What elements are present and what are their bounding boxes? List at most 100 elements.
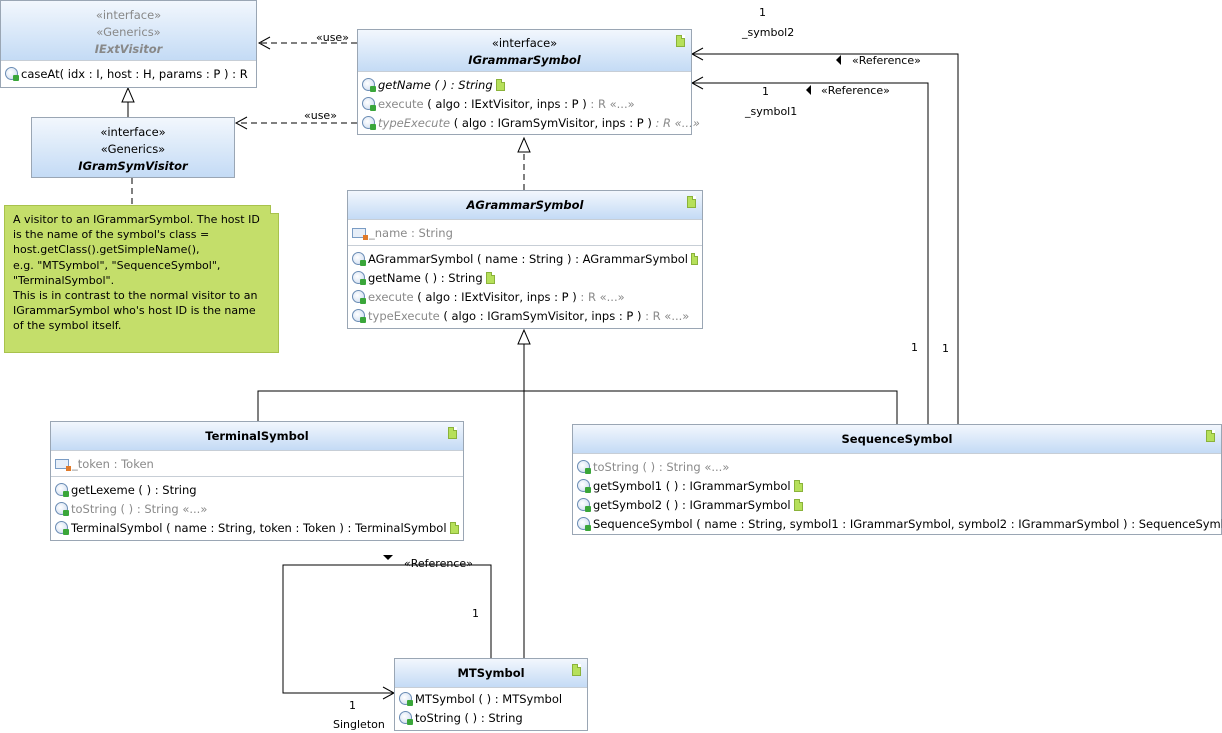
operation-return: : R «...»	[645, 308, 690, 323]
field-icon	[352, 227, 368, 240]
operation-row[interactable]: getName ( ) : String	[352, 268, 698, 287]
class-header: MTSymbol	[395, 659, 587, 687]
reference-label: «Reference»	[821, 84, 890, 97]
class-name: AGrammarSymbol	[466, 198, 584, 212]
method-icon	[55, 521, 69, 535]
class-header: AGrammarSymbol	[348, 191, 702, 219]
field-row[interactable]: _token : Token	[55, 454, 459, 473]
method-icon	[352, 252, 366, 266]
class-igrammarsymbol[interactable]: «interface» IGrammarSymbol getName ( ) :…	[357, 29, 700, 135]
class-iextvisitor[interactable]: «interface» «Generics» IExtVisitor caseA…	[0, 0, 257, 88]
method-icon	[55, 502, 69, 516]
operation-row[interactable]: typeExecute ( algo : IGramSymVisitor, in…	[362, 113, 700, 132]
note-line: This is in contrast to the normal visito…	[13, 289, 258, 303]
direction-arrow-singleton	[383, 555, 393, 560]
operation-name: execute	[368, 289, 414, 304]
document-icon	[793, 498, 803, 511]
class-sequencesymbol[interactable]: SequenceSymbol toString ( ) : String «..…	[572, 424, 1222, 535]
field-type: : String	[407, 225, 453, 240]
direction-arrow-symbol2	[836, 55, 841, 65]
operation-row[interactable]: AGrammarSymbol ( name : String ) : AGram…	[352, 249, 698, 268]
operation-params: ( )	[662, 478, 682, 493]
class-agrammarsymbol[interactable]: AGrammarSymbol _name : String AGrammarSy…	[347, 190, 703, 329]
operation-row[interactable]: caseAt( idx : I, host : H, params : P ) …	[5, 64, 252, 83]
operation-row[interactable]: toString ( ) : String «...»	[55, 499, 459, 518]
method-icon	[577, 460, 591, 474]
operations-section: getLexeme ( ) : String toString ( ) : St…	[51, 476, 463, 540]
operation-params: ( )	[474, 691, 495, 706]
document-icon	[448, 427, 457, 439]
document-icon	[687, 196, 696, 208]
operation-params: ( algo : IExtVisitor, inps : P )	[413, 289, 581, 304]
stereotype-interface: «interface»	[491, 36, 558, 50]
method-icon	[362, 97, 376, 111]
method-icon	[352, 309, 366, 323]
multiplicity-label: 1	[911, 341, 918, 354]
association-singleton	[282, 564, 492, 694]
class-mtsymbol[interactable]: MTSymbol MTSymbol ( ) : MTSymbol toStrin…	[394, 658, 588, 731]
operation-params: ( )	[460, 710, 481, 725]
field-icon	[55, 458, 71, 471]
document-icon	[495, 78, 505, 91]
field-name: _name	[369, 225, 408, 240]
association-symbol2	[693, 53, 959, 424]
operation-return: : String	[450, 77, 493, 92]
note-line: e.g. "MTSymbol", "SequenceSymbol",	[13, 258, 221, 272]
operation-return: : String	[154, 482, 197, 497]
operation-params: ( )	[134, 482, 155, 497]
operation-name: SequenceSymbol	[593, 516, 693, 531]
operation-row[interactable]: toString ( ) : String «...»	[577, 457, 1217, 476]
multiplicity-label: 1	[762, 85, 769, 98]
method-icon	[352, 290, 366, 304]
field-row[interactable]: _name : String	[352, 223, 698, 242]
operation-row[interactable]: getSymbol2 ( ) : IGrammarSymbol	[577, 495, 1217, 514]
document-icon	[449, 521, 459, 534]
stereotype-generics: «Generics»	[96, 25, 161, 39]
method-icon	[362, 116, 376, 130]
note-line: "TerminalSymbol".	[13, 273, 115, 287]
operation-params: ( idx : I, host : H, params : P )	[59, 66, 229, 81]
class-header: «interface» «Generics» IExtVisitor	[1, 1, 256, 60]
operation-return: : R	[228, 66, 248, 81]
operation-name: execute	[378, 96, 424, 111]
operation-return: : MTSymbol	[494, 691, 563, 706]
operation-params: ( algo : IGramSymVisitor, inps : P )	[439, 308, 646, 323]
multiplicity-label: 1	[472, 607, 479, 620]
method-icon	[55, 483, 69, 497]
operation-row[interactable]: TerminalSymbol ( name : String, token : …	[55, 518, 459, 537]
note-line: of the symbol itself.	[13, 319, 122, 333]
operation-row[interactable]: execute ( algo : IExtVisitor, inps : P )…	[362, 94, 687, 113]
class-header: «interface» IGrammarSymbol	[358, 30, 691, 71]
method-icon	[577, 498, 591, 512]
operation-row[interactable]: SequenceSymbol ( name : String, symbol1 …	[577, 514, 1222, 533]
operation-row[interactable]: MTSymbol ( ) : MTSymbol	[399, 689, 583, 708]
operation-row[interactable]: toString ( ) : String	[399, 708, 583, 727]
field-name: _token	[72, 456, 110, 471]
operation-return: : IGrammarSymbol	[682, 478, 791, 493]
method-icon	[399, 711, 413, 725]
class-name: TerminalSymbol	[205, 429, 309, 443]
class-terminalsymbol[interactable]: TerminalSymbol _token : Token getLexeme …	[50, 421, 464, 541]
document-icon	[793, 479, 803, 492]
operation-row[interactable]: execute ( algo : IExtVisitor, inps : P )…	[352, 287, 698, 306]
operation-return: : TerminalSymbol	[347, 520, 447, 535]
operation-row[interactable]: getLexeme ( ) : String	[55, 480, 459, 499]
document-icon	[485, 271, 495, 284]
class-header: SequenceSymbol	[573, 425, 1221, 453]
operation-name: AGrammarSymbol	[368, 251, 474, 266]
operation-name: TerminalSymbol	[71, 520, 163, 535]
fields-section: _name : String	[348, 219, 702, 245]
operation-row[interactable]: getSymbol1 ( ) : IGrammarSymbol	[577, 476, 1217, 495]
operation-row[interactable]: getName ( ) : String	[362, 75, 687, 94]
method-icon	[577, 517, 591, 531]
operation-return: : R «...»	[580, 289, 625, 304]
operation-row[interactable]: typeExecute ( algo : IGramSymVisitor, in…	[352, 306, 698, 325]
operations-section: AGrammarSymbol ( name : String ) : AGram…	[348, 245, 702, 328]
class-name: IGramSymVisitor	[78, 159, 188, 173]
operation-name: getName	[368, 270, 421, 285]
operation-name: MTSymbol	[415, 691, 475, 706]
class-igramsymvisitor[interactable]: «interface» «Generics» IGramSymVisitor	[31, 117, 235, 178]
operation-return: : SequenceSymbol	[1131, 516, 1222, 531]
generalization-branches	[257, 390, 898, 424]
note-igramsymvisitor[interactable]: A visitor to an IGrammarSymbol. The host…	[4, 205, 279, 353]
